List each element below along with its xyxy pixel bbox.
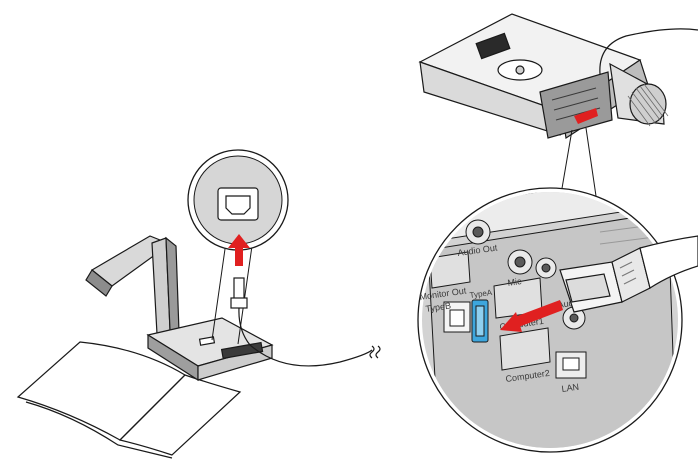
usb-type-b-port-icon — [187, 149, 289, 345]
label-mic: Mic — [507, 276, 523, 288]
insert-arrow-icon — [228, 234, 250, 266]
label-lan: LAN — [561, 382, 580, 394]
usb-type-a-cable-icon — [559, 235, 698, 313]
projector-icon — [418, 13, 698, 140]
insert-arrow-icon — [500, 300, 563, 332]
open-booklet-icon — [16, 341, 242, 459]
label-type-b: TypeB — [425, 301, 452, 314]
usb-cable-icon — [230, 277, 381, 367]
label-type-a: TypeA — [469, 288, 493, 300]
port-panel-zoom: Audio Out Monitor Out Mic TypeA TypeB Co… — [417, 187, 683, 453]
document-camera-icon — [85, 235, 274, 382]
